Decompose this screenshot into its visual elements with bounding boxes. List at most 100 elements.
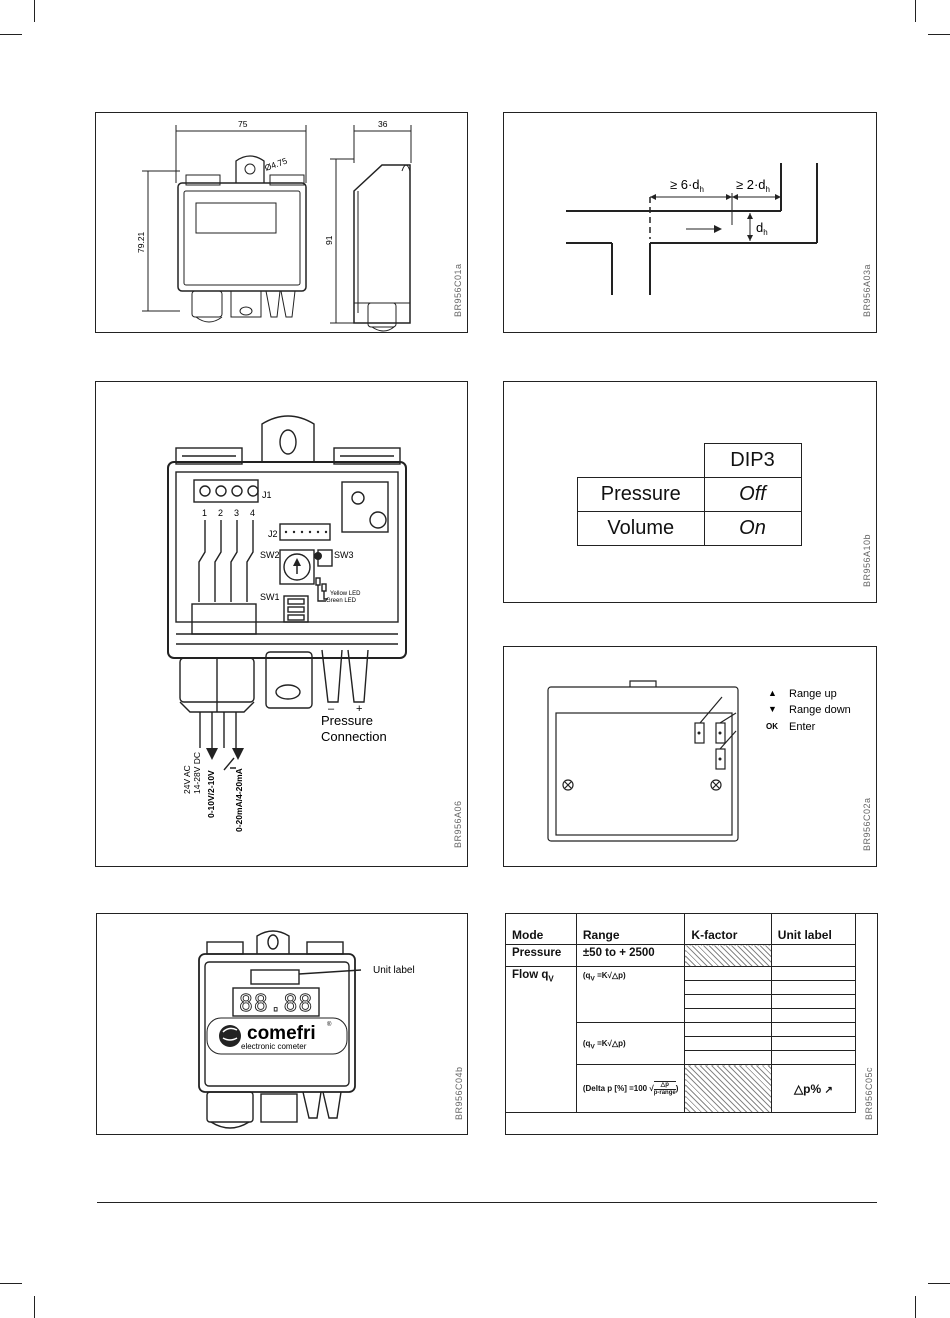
unit-label-cell [770, 1036, 857, 1051]
wire-power-label: 14-28V DC [192, 752, 202, 794]
range-pressure: ±50 to + 2500 [575, 944, 686, 967]
k-factor-cell [684, 1036, 772, 1051]
mode-pressure: Pressure [506, 944, 577, 967]
col-header-range: Range [575, 914, 686, 945]
crop-mark [928, 34, 950, 35]
enter-label: Enter [789, 721, 816, 733]
mode-flow: Flow qV [506, 966, 577, 1113]
sw3-label: SW3 [334, 550, 354, 560]
segment-display: 88.88 [239, 991, 313, 1017]
footer-divider [97, 1202, 877, 1203]
pin-4-label: 4 [250, 508, 255, 518]
brand-tagline: electronic cometer [241, 1042, 307, 1051]
front-view-drawing: comefri ® electronic cometer 88.88 Unit … [198, 930, 415, 1129]
green-led-label: Green LED [326, 598, 357, 604]
figure-code: BR956C01a [453, 263, 463, 317]
dip3-header: DIP3 [703, 443, 802, 478]
mode-range-table: Mode Range K-factor Unit label Pressure … [506, 914, 876, 1113]
dim-depth-label: 36 [378, 119, 388, 129]
pressure-connection-label: Pressure [321, 713, 373, 728]
unit-label-cell [770, 980, 857, 995]
mode-volume-cell: Volume [577, 511, 705, 546]
distance-2dh-label: ≥ 2·dh [736, 177, 770, 194]
unit-label-callout: Unit label [373, 965, 415, 976]
k-factor-cell [684, 1050, 772, 1065]
figure-code: BR956A10b [862, 533, 872, 587]
mode-pressure-cell: Pressure [577, 477, 705, 512]
col-header-unit-label: Unit label [770, 914, 857, 945]
up-arrow-icon: ▲ [768, 688, 777, 698]
wiring-panel: J1 1 2 3 4 J2 SW2 SW3 SW1 Yellow LED Gre… [95, 381, 468, 867]
dim-width-label: 75 [238, 119, 248, 129]
crop-mark [0, 34, 22, 35]
col-header-mode: Mode [506, 914, 577, 945]
minus-label: – [328, 703, 335, 715]
crop-mark [0, 1283, 22, 1284]
crop-mark [915, 0, 916, 22]
unit-label-cell [770, 966, 857, 981]
k-factor-cell [684, 966, 772, 981]
dip3-volume-value: On [703, 511, 802, 546]
mode-table-panel: Mode Range K-factor Unit label Pressure … [505, 913, 878, 1135]
range-flow-formula-2: (qV =K√△p) [575, 1022, 686, 1065]
dimensions-panel: 75 36 Ø4.75 79.21 91 BR956C01a [95, 112, 468, 333]
keypad-drawing: ▲ Range up ▼ Range down OK Enter [547, 680, 851, 842]
dimension-drawing: 75 36 Ø4.75 79.21 91 [136, 119, 412, 332]
k-factor-cell [684, 1008, 772, 1023]
display-panel: comefri ® electronic cometer 88.88 Unit … [96, 913, 468, 1135]
j1-label: J1 [262, 490, 272, 500]
unit-label-cell [770, 1008, 857, 1023]
diameter-dh-label: dh [756, 220, 768, 237]
col-header-k-factor: K-factor [684, 914, 772, 945]
unit-label-cell [770, 944, 857, 967]
dip3-table: DIP3 Pressure Off Volume On [577, 443, 802, 546]
unit-label-cell [770, 1050, 857, 1065]
dip3-pressure-value: Off [703, 477, 802, 512]
pin-1-label: 1 [202, 508, 207, 518]
duct-drawing: ≥ 6·dh ≥ 2·dh dh [566, 163, 818, 295]
pressure-connection-label: Connection [321, 729, 387, 744]
wiring-drawing: J1 1 2 3 4 J2 SW2 SW3 SW1 Yellow LED Gre… [167, 415, 407, 832]
down-arrow-icon: ▼ [768, 704, 777, 714]
sw2-label: SW2 [260, 550, 280, 560]
pin-2-label: 2 [218, 508, 223, 518]
crop-mark [34, 1296, 35, 1318]
plus-label: + [356, 703, 362, 715]
distance-6dh-label: ≥ 6·dh [670, 177, 704, 194]
range-up-label: Range up [789, 688, 837, 700]
buttons-panel: ▲ Range up ▼ Range down OK Enter BR956C0… [503, 646, 877, 867]
unit-label-cell [770, 1022, 857, 1037]
figure-code: BR956C02a [862, 797, 872, 851]
table-margin [855, 914, 876, 1113]
k-factor-cell [684, 1022, 772, 1037]
pin-3-label: 3 [234, 508, 239, 518]
range-flow-formula-1: (qV =K√△p) [575, 966, 686, 1023]
wire-power-label: 24V AC [182, 765, 192, 794]
wire-current-output-label: 0-20mA/4-20mA [234, 768, 244, 832]
yellow-led-label: Yellow LED [330, 591, 361, 597]
figure-code: BR956C04b [454, 1066, 464, 1120]
k-factor-cell [684, 980, 772, 995]
figure-code: BR956C05c [864, 1066, 874, 1120]
crop-mark [915, 1296, 916, 1318]
sw1-label: SW1 [260, 592, 280, 602]
crop-mark [928, 1283, 950, 1284]
dim-hole-label: Ø4.75 [263, 155, 288, 172]
range-down-label: Range down [789, 704, 851, 716]
wire-voltage-output-label: 0-10V/2-10V [206, 770, 216, 818]
k-factor-hatched [684, 1064, 772, 1113]
dim-height-front-label: 79.21 [136, 231, 146, 253]
duct-panel: ≥ 6·dh ≥ 2·dh dh BR956A03a [503, 112, 877, 333]
ok-icon: OK [766, 722, 778, 731]
j2-label: J2 [268, 529, 278, 539]
dim-height-side-label: 91 [324, 235, 334, 245]
figure-code: BR956A03a [862, 263, 872, 317]
k-factor-hatched [684, 944, 772, 967]
k-factor-cell [684, 994, 772, 1009]
brand-logo: comefri [247, 1023, 316, 1044]
unit-label-cell [770, 994, 857, 1009]
brand-registered-mark: ® [327, 1021, 332, 1028]
unit-delta-p-percent: △p% ↗ [770, 1064, 857, 1113]
dip-switch-panel: DIP3 Pressure Off Volume On BR956A10b [503, 381, 877, 603]
